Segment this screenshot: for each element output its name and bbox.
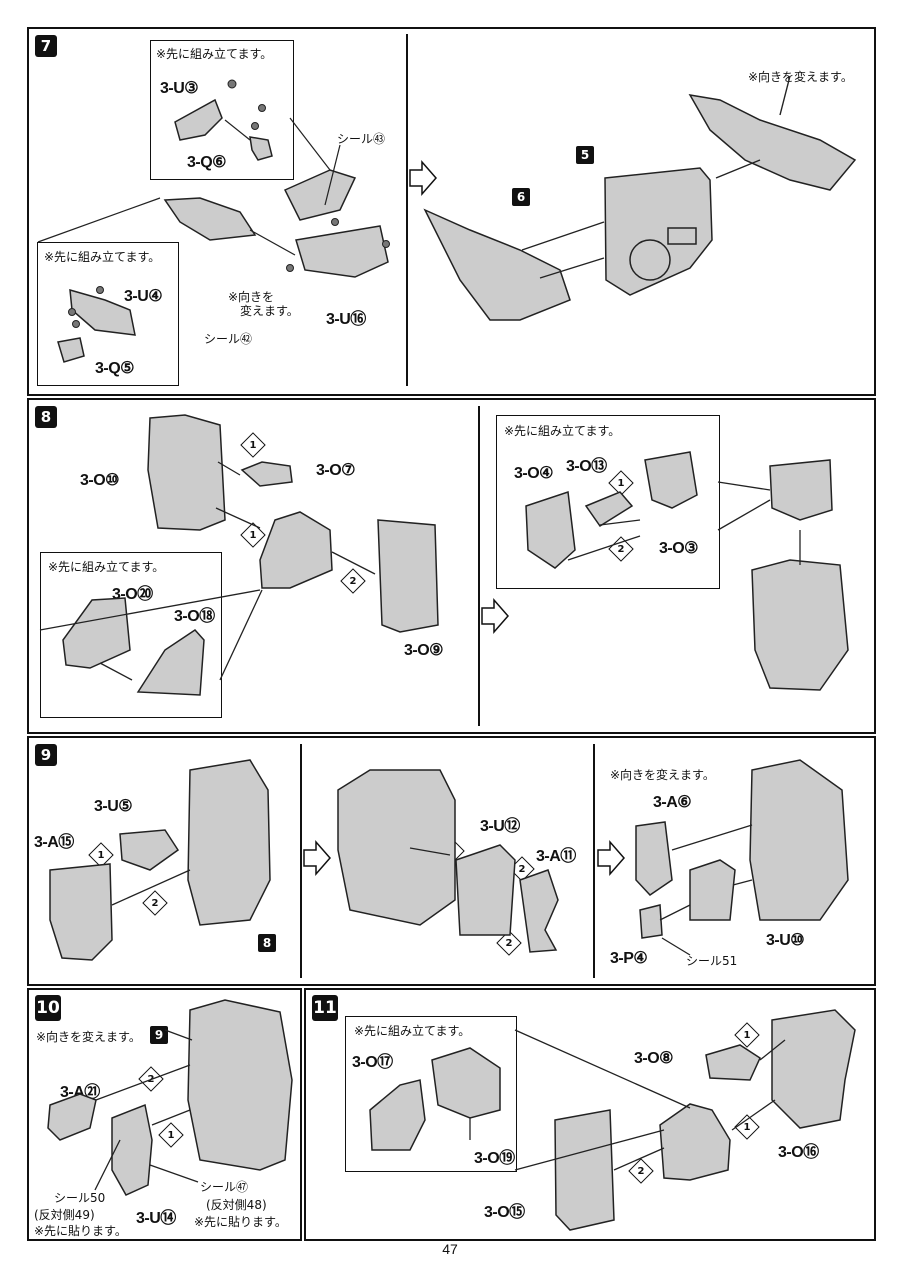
step-7-change-direction-l1: ※向きを (228, 290, 275, 304)
step-9-transition-arrow-1 (303, 840, 331, 876)
step-9-change-direction-note: ※向きを変えます。 (610, 768, 715, 782)
part-3-o7: 3-O⑦ (316, 462, 356, 479)
step-8-number: 8 (35, 406, 57, 428)
seal-51: シール51 (686, 954, 738, 968)
part-3-u10: 3-U⑩ (766, 932, 805, 949)
step-7-ref-5: 5 (576, 146, 594, 164)
part-3-q6: 3-Q⑥ (187, 154, 227, 171)
part-3-o18: 3-O⑱ (174, 608, 215, 625)
page-number: 47 (442, 1241, 458, 1257)
step-7-change-direction-l2: 変えます。 (240, 304, 299, 318)
part-3-o4: 3-O④ (514, 465, 554, 482)
part-3-o8: 3-O⑧ (634, 1050, 674, 1067)
part-3-o15: 3-O⑮ (484, 1204, 525, 1221)
part-3-u3: 3-U③ (160, 80, 199, 97)
part-3-q5: 3-Q⑤ (95, 360, 135, 377)
seal-50: シール50 (54, 1191, 106, 1205)
step-7-divider (406, 34, 408, 386)
part-3-o3: 3-O③ (659, 540, 699, 557)
step-7-transition-arrow (409, 160, 437, 196)
part-3-o13: 3-O⑬ (566, 458, 607, 475)
step-9-drawing (49, 759, 849, 961)
step-9-divider-2 (593, 744, 595, 978)
step-11-number: 11 (312, 995, 338, 1021)
step-10-ref-9: 9 (150, 1026, 168, 1044)
step-8-divider (478, 406, 480, 726)
part-3-u16: 3-U⑯ (326, 311, 366, 328)
part-3-a15: 3-A⑮ (34, 834, 74, 851)
step-7-preassemble-note-bottom: ※先に組み立てます。 (44, 250, 161, 264)
step-7-number: 7 (35, 35, 57, 57)
step-9-number: 9 (35, 744, 57, 766)
part-3-u14: 3-U⑭ (136, 1210, 176, 1227)
part-3-o9: 3-O⑨ (404, 642, 444, 659)
step-7-change-direction-note: ※向きを変えます。 (748, 70, 853, 84)
step-7-right-drawing (423, 75, 857, 321)
step-8-right-drawing (525, 451, 849, 691)
step-9-ref-8: 8 (258, 934, 276, 952)
step-10-pre-apply-note-left: ※先に貼ります。 (34, 1224, 127, 1238)
step-8-preassemble-note-left: ※先に組み立てます。 (48, 560, 165, 574)
step-8-preassemble-note-right: ※先に組み立てます。 (504, 424, 621, 438)
step-9-divider-1 (300, 744, 302, 978)
seal-47: シール㊼ (200, 1180, 249, 1194)
step-10-drawing (47, 999, 293, 1196)
seal-43: シール㊸ (337, 132, 386, 146)
step-10-number: 10 (35, 995, 61, 1021)
part-3-a6: 3-A⑥ (653, 794, 692, 811)
step-8-left-drawing (39, 414, 439, 696)
part-3-o10: 3-O⑩ (80, 472, 120, 489)
part-3-u5: 3-U⑤ (94, 798, 133, 815)
part-3-o16: 3-O⑯ (778, 1144, 819, 1161)
step-9-transition-arrow-2 (597, 840, 625, 876)
part-3-a21: 3-A㉑ (60, 1084, 100, 1101)
seal-50-opposite: (反対側49) (34, 1208, 95, 1222)
step-7-left-drawing (37, 79, 390, 363)
part-3-o17: 3-O⑰ (352, 1054, 393, 1071)
step-10-pre-apply-note-right: ※先に貼ります。 (194, 1215, 287, 1229)
step-7-preassemble-note-top: ※先に組み立てます。 (156, 47, 273, 61)
part-3-u4: 3-U④ (124, 288, 163, 305)
step-11-drawing (369, 1009, 856, 1231)
step-10-change-direction-note: ※向きを変えます。 (36, 1030, 141, 1044)
part-3-p4: 3-P④ (610, 950, 648, 967)
step-7-ref-6: 6 (512, 188, 530, 206)
part-3-u12: 3-U⑫ (480, 818, 520, 835)
step-11-preassemble-note: ※先に組み立てます。 (354, 1024, 471, 1038)
step-8-transition-arrow (481, 598, 509, 634)
part-3-a11: 3-A⑪ (536, 848, 576, 865)
seal-47-opposite: (反対側48) (206, 1198, 267, 1212)
part-3-o19: 3-O⑲ (474, 1150, 515, 1167)
seal-42: シール㊷ (204, 332, 253, 346)
